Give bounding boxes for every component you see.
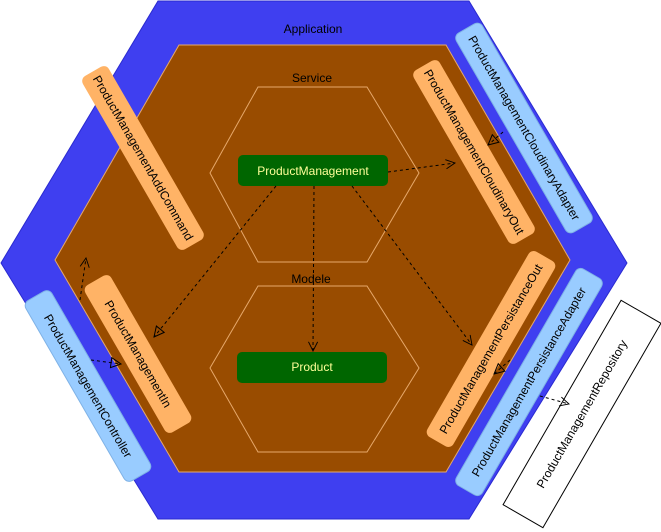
modele-label: Modele <box>291 272 331 286</box>
arrow-pm-to-management-in <box>154 185 277 337</box>
product-management-label: ProductManagement <box>257 164 369 178</box>
service-hexagon <box>209 86 420 263</box>
service-label: Service <box>292 71 332 85</box>
domain-hexagon <box>54 44 571 473</box>
product-label: Product <box>291 360 333 374</box>
product-management-node[interactable]: ProductManagement <box>238 155 388 186</box>
arrow-persistance-adapter-to-repository <box>539 395 569 404</box>
arrow-controller-to-management-in <box>90 360 121 364</box>
application-label: Application <box>284 22 343 36</box>
arrow-controller-to-add-command <box>79 258 86 301</box>
modele-hexagon <box>209 285 420 453</box>
arrow-pm-to-cloudinary-out <box>387 163 455 173</box>
product-node[interactable]: Product <box>237 352 387 383</box>
